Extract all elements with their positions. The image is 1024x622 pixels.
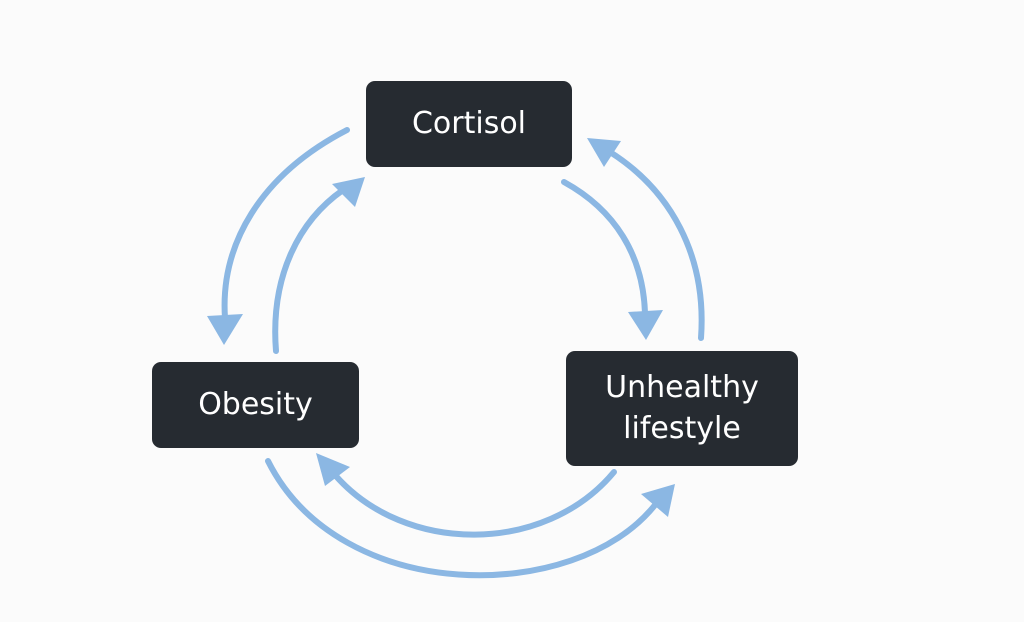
arrow-lifestyle-to-cortisol <box>587 138 705 341</box>
node-unhealthy-lifestyle-label: Unhealthy lifestyle <box>605 370 759 446</box>
node-cortisol: Cortisol <box>366 81 572 167</box>
node-obesity: Obesity <box>152 362 359 448</box>
arrow-obesity-to-lifestyle <box>265 458 675 579</box>
node-unhealthy-lifestyle: Unhealthy lifestyle <box>566 351 798 466</box>
node-obesity-label: Obesity <box>198 386 313 422</box>
node-cortisol-label: Cortisol <box>411 105 527 141</box>
arrow-cortisol-to-obesity <box>207 127 350 345</box>
arrow-obesity-to-cortisol <box>272 177 365 354</box>
arrow-cortisol-to-lifestyle <box>561 179 663 340</box>
arrow-lifestyle-to-obesity <box>316 453 617 538</box>
